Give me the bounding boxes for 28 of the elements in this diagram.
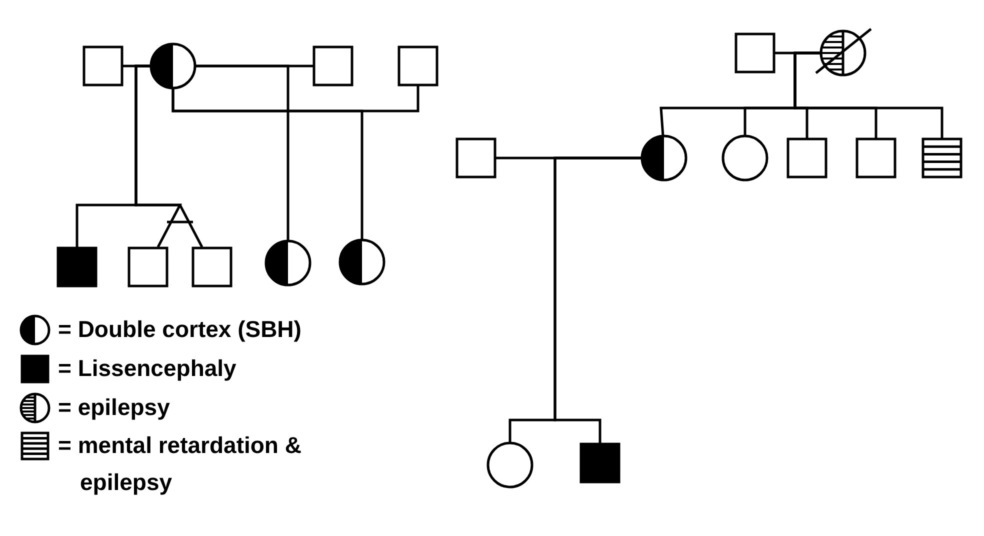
affected-female-symbol	[150, 42, 196, 90]
male-symbol	[82, 46, 124, 86]
male-symbol	[786, 138, 828, 178]
female-symbol	[486, 442, 534, 488]
affected-female-symbol	[815, 28, 872, 76]
pedigree-line	[195, 64, 290, 241]
pedigree-line	[794, 52, 944, 138]
affected-male-symbol	[56, 246, 98, 288]
female-symbol	[722, 134, 768, 182]
legend-text: = Double cortex (SBH)	[58, 315, 302, 344]
male-symbol	[856, 138, 896, 178]
male-symbol	[456, 138, 496, 178]
affected-female-symbol	[264, 240, 312, 286]
affected-male-symbol	[580, 442, 620, 484]
male-symbol	[312, 46, 354, 86]
affected-female-symbol	[338, 238, 386, 286]
affected-female-symbol	[640, 134, 688, 182]
legend-text: = mental retardation & epilepsy	[58, 431, 302, 497]
male-symbol	[398, 46, 438, 86]
pedigree-line	[172, 88, 364, 240]
male-symbol	[192, 246, 232, 288]
pedigree-line	[134, 64, 204, 248]
male-symbol	[128, 246, 168, 288]
male-symbol	[734, 32, 776, 74]
affected-male-symbol	[922, 138, 962, 178]
pedigree-line	[554, 156, 642, 443]
legend-text: = Lissencephaly	[58, 354, 238, 383]
legend-text: = epilepsy	[58, 393, 171, 422]
